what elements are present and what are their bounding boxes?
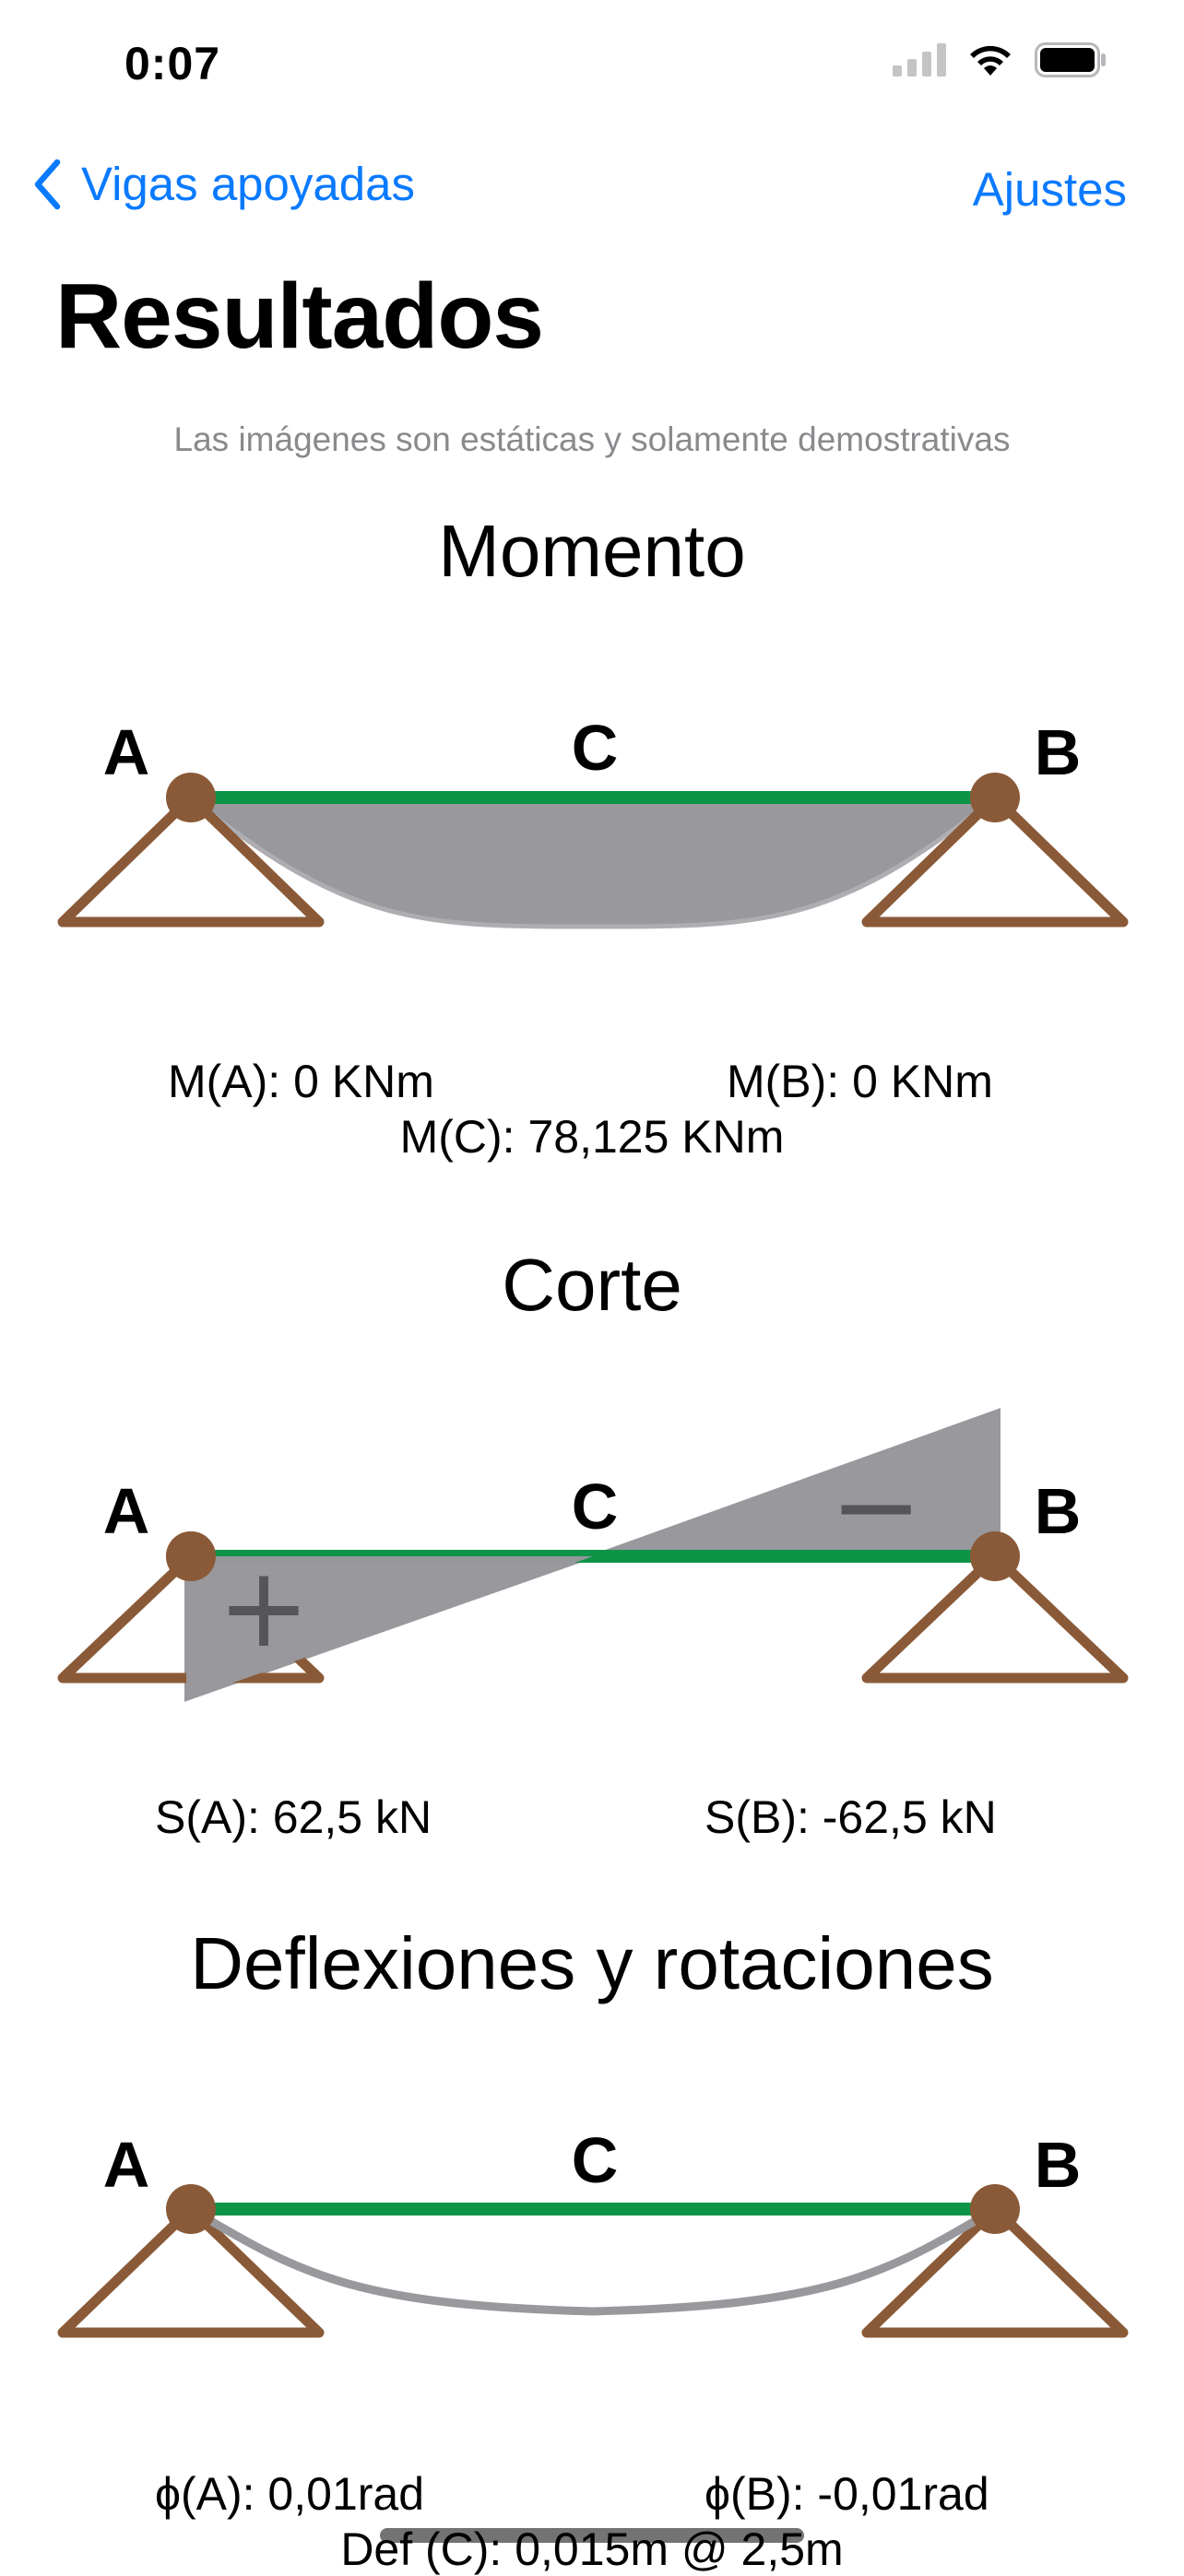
status-icons xyxy=(893,42,1108,77)
deflection-curve xyxy=(188,2205,998,2316)
point-label-c: C xyxy=(572,2124,619,2196)
moment-value-b: M(B): 0 KNm xyxy=(727,1056,993,1107)
deflection-diagram: A C B xyxy=(57,2124,1129,2338)
shear-diagram: + − A C B xyxy=(57,1408,1129,1702)
moment-value-c: M(C): 78,125 KNm xyxy=(399,1111,785,1163)
home-indicator[interactable] xyxy=(380,2528,804,2543)
pin-b xyxy=(970,1531,1020,1581)
pin-b xyxy=(970,773,1020,822)
deflection-value-a: ϕ(A): 0,01rad xyxy=(155,2468,425,2520)
pin-a xyxy=(166,773,216,822)
support-a xyxy=(57,792,325,928)
support-a xyxy=(57,2204,325,2338)
point-label-b: B xyxy=(1035,2129,1082,2201)
negative-sign: − xyxy=(830,1443,923,1571)
point-label-c: C xyxy=(572,1471,619,1542)
point-label-b: B xyxy=(1035,716,1082,788)
cellular-signal-icon xyxy=(893,43,946,77)
status-time: 0:07 xyxy=(124,38,221,89)
deflection-section-title: Deflexiones y rotaciones xyxy=(190,1922,994,2004)
page-title: Resultados xyxy=(55,265,544,368)
pin-b xyxy=(970,2184,1020,2234)
moment-diagram: A C B xyxy=(57,712,1129,929)
positive-sign: + xyxy=(218,1544,311,1672)
moment-section-title: Momento xyxy=(438,510,746,592)
back-button-label: Vigas apoyadas xyxy=(81,158,416,210)
battery-icon xyxy=(1035,42,1106,77)
point-label-c: C xyxy=(572,712,619,784)
moment-value-a: M(A): 0 KNm xyxy=(168,1056,434,1107)
point-label-a: A xyxy=(103,2129,150,2201)
page-subtitle: Las imágenes son estáticas y solamente d… xyxy=(173,420,1011,458)
shear-value-a: S(A): 62,5 kN xyxy=(155,1791,432,1843)
shear-section-title: Corte xyxy=(502,1244,682,1326)
chevron-left-icon xyxy=(34,159,61,209)
support-b xyxy=(861,2204,1129,2338)
pin-a xyxy=(166,2184,216,2234)
support-b xyxy=(861,1551,1129,1684)
wifi-icon xyxy=(970,45,1011,76)
back-button[interactable]: Vigas apoyadas xyxy=(33,157,415,211)
point-label-a: A xyxy=(103,716,150,788)
shear-value-b: S(B): -62,5 kN xyxy=(704,1791,997,1843)
moment-curve xyxy=(184,795,1002,929)
point-label-a: A xyxy=(103,1475,150,1547)
settings-button[interactable]: Ajustes xyxy=(972,163,1127,216)
deflection-value-b: ϕ(B): -0,01rad xyxy=(704,2468,989,2520)
support-b xyxy=(861,792,1129,928)
point-label-b: B xyxy=(1035,1475,1082,1547)
